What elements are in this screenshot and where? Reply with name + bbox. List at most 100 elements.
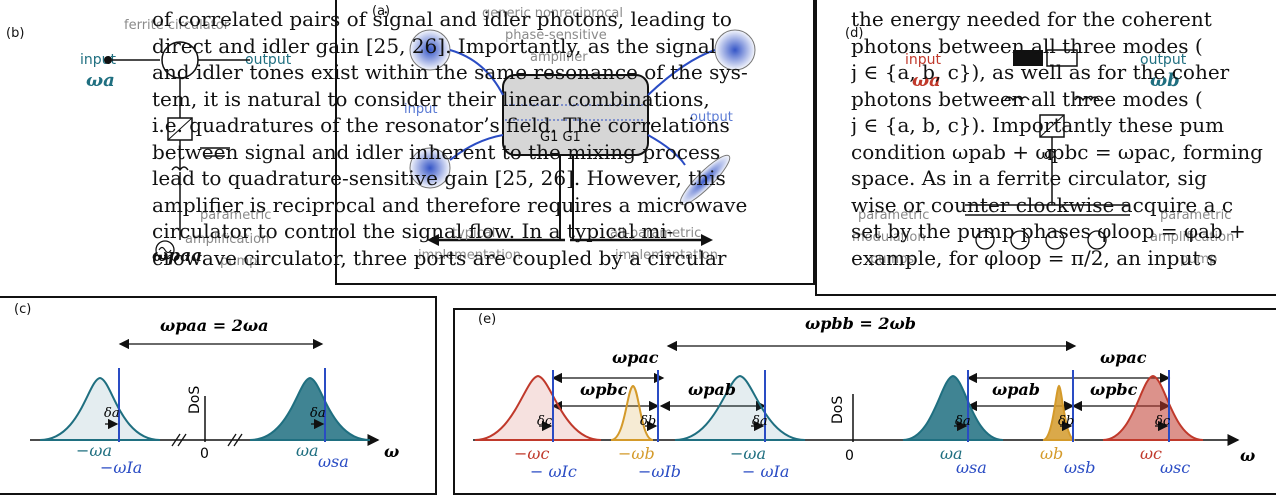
text-line: space. As in a ferrite circulator, sig — [851, 166, 1207, 190]
panel-a-diagram — [409, 29, 756, 246]
text-line: example, for φloop = π/2, an input s — [851, 245, 1217, 270]
typical-impl-1: typical — [452, 226, 496, 241]
gain-labels: G1 G1 — [540, 130, 581, 145]
panel-e-delta-c-left: δc — [537, 414, 553, 429]
allparam-impl-1: all-parametric — [610, 226, 702, 241]
panel-c — [0, 296, 437, 495]
panel-d-omega-a: ωa — [912, 70, 941, 91]
panel-e-delta-b-left: δb — [640, 414, 657, 429]
panel-e-pump-bc-right: ωpbc — [1090, 380, 1138, 399]
panel-e-minus-c: −ωc — [514, 444, 550, 463]
panel-e-pump-ab-left: ωpab — [688, 380, 736, 399]
panel-e-delta-c-right: δc — [1155, 414, 1171, 429]
panel-d-param-right-1: parametric — [1160, 208, 1232, 223]
panel-d-param-right-2: amplification — [1150, 230, 1235, 245]
text-line: and idler tones exist within the same re… — [152, 60, 748, 84]
panel-e-zero: 0 — [845, 448, 854, 464]
panel-e-dos-label: DoS — [830, 395, 846, 424]
amplifier-box — [502, 74, 649, 156]
pump-omega-label: ωpaa — [152, 246, 203, 266]
panel-d-param-left-2: modulation — [852, 230, 926, 245]
text-line: direct and idler gain [25, 26]. Importan… — [152, 33, 717, 58]
ground-icon — [1013, 50, 1043, 66]
panel-a-output-label: output — [690, 110, 733, 125]
panel-d-param-left-3: pumps — [870, 252, 915, 267]
panel-c-omega-a-s: ωsa — [318, 452, 349, 471]
text-line: of correlated pairs of signal and idler … — [152, 7, 732, 31]
panel-c-omega-a: ωa — [296, 441, 319, 460]
panel-c-omega-axis: ω — [384, 442, 400, 461]
panel-d-circuit — [965, 49, 1130, 250]
panel-c-minus-omega-a-I: −ωIa — [100, 458, 143, 477]
panel-b-label: (b) — [6, 26, 25, 41]
panel-e-pump-ac-right: ωpac — [1100, 348, 1147, 367]
panel-e-delta-a-right: δa — [955, 414, 971, 429]
panel-e-minus-b: −ωb — [618, 444, 655, 463]
omega-a-label: ωa — [86, 70, 115, 91]
panel-d-param-left-1: parametric — [858, 208, 930, 223]
panel-d — [815, 0, 1276, 296]
text-line: crowave circulator, three ports are coup… — [152, 245, 727, 270]
panel-d-label: (d) — [845, 26, 864, 41]
amplification-label: amplification — [185, 232, 270, 247]
output-label: output — [245, 52, 292, 68]
ac-source-icon — [155, 240, 175, 260]
panel-c-zero: 0 — [200, 446, 209, 462]
input-label: input — [80, 52, 117, 68]
panel-e-pump-bb: ωpbb = 2ωb — [805, 314, 916, 333]
text-line: i.e. quadratures of the resonator’s fiel… — [152, 113, 730, 137]
panel-e-delta-a-left: δa — [752, 414, 768, 429]
panel-e-minus-c-I: − ωIc — [530, 462, 577, 481]
panel-e-plus-b-s: ωsb — [1064, 458, 1096, 477]
ferrite-circulator-label: ferrite circulator — [124, 18, 230, 33]
amplifier-title-3: amplifier — [530, 50, 588, 65]
text-line: photons between all three modes ( — [851, 86, 1203, 111]
panel-c-label: (c) — [14, 302, 32, 317]
panel-d-input-label: input — [905, 52, 942, 68]
pump-label: pump — [220, 254, 258, 269]
panel-c-spectrum — [30, 338, 380, 447]
panel-e-spectrum — [473, 340, 1240, 446]
panel-a-label: (a) — [372, 4, 391, 19]
text-line: the energy needed for the coherent — [851, 7, 1212, 31]
text-column-left: of correlated pairs of signal and idler … — [152, 6, 748, 271]
panel-e-minus-a: −ωa — [730, 444, 766, 463]
panel-d-param-right-3: pump — [1180, 252, 1218, 267]
amplifier-title-2: phase-sensitive — [505, 28, 607, 43]
text-line: wise or counter clockwise acquire a c — [851, 192, 1234, 217]
panel-e-plus-b: ωb — [1040, 444, 1064, 463]
panel-e-minus-b-I: −ωIb — [638, 462, 682, 481]
text-line: photons between all three modes ( — [851, 33, 1203, 58]
text-line: amplifier is reciprocal and therefore re… — [152, 192, 748, 217]
pump-ab-icon — [975, 230, 995, 250]
panel-d-omega-b: ωb — [1150, 70, 1180, 91]
typical-impl-2: implementation — [418, 248, 522, 263]
amplifier-title-1: generic nonreciprocal — [482, 6, 623, 21]
panel-c-dos-label: DoS — [187, 385, 203, 414]
inductor-icon — [171, 166, 189, 172]
panel-e-plus-a: ωa — [940, 444, 963, 463]
text-line: j ∈ {a, b, c}), as well as for the coher — [851, 60, 1230, 84]
panel-e-pump-bc-left: ωpbc — [580, 380, 628, 399]
panel-e-pump-ab-right: ωpab — [992, 380, 1040, 399]
panel-e-label: (e) — [478, 312, 497, 327]
text-line: j ∈ {a, b, c}). Importantly these pum — [851, 113, 1225, 137]
panel-c-pump-relation: ωpaa = 2ωa — [160, 316, 269, 335]
panel-c-delta-a-right: δa — [310, 406, 326, 421]
panel-e-plus-c: ωc — [1140, 444, 1163, 463]
panel-e-omega-axis: ω — [1240, 446, 1256, 465]
text-line: circulator to control the signal flow. I… — [152, 219, 674, 243]
text-line: set by the pump phases φloop = φab + — [851, 219, 1246, 243]
text-column-right: the energy needed for the coherent photo… — [851, 6, 1276, 271]
panel-e-plus-c-s: ωsc — [1160, 458, 1191, 477]
panel-d-phi: Φ — [1044, 146, 1057, 164]
pump-ac-icon — [1010, 230, 1030, 250]
panel-b: (b) ferrite circulator input ωa output p… — [0, 0, 291, 296]
panel-a-input-label: input — [404, 102, 438, 117]
text-line: lead to quadrature-sensitive gain [25, 2… — [152, 166, 726, 190]
text-line: tem, it is natural to consider their lin… — [152, 86, 710, 111]
pump-bb-icon — [1087, 230, 1107, 250]
panel-e-delta-b-right: δb — [1058, 414, 1075, 429]
allparam-impl-2: implementation — [615, 248, 719, 263]
parametric-label: parametric — [200, 208, 272, 223]
